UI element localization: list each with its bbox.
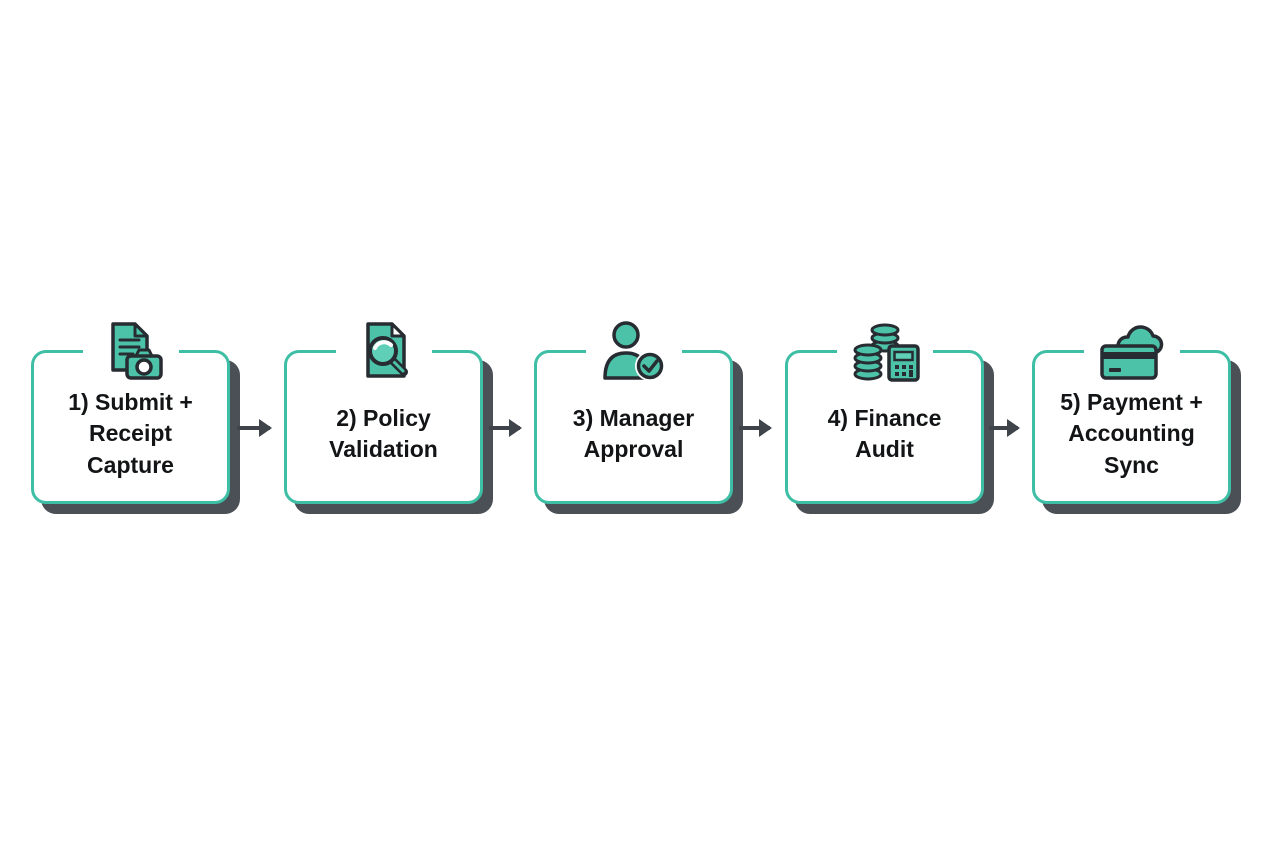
card-cloud-icon — [1083, 320, 1180, 384]
flow-arrow-4 — [989, 419, 1020, 437]
step-box-payment-accounting-sync: 5) Payment + Accounting Sync — [1032, 320, 1231, 504]
document-camera-icon — [82, 320, 179, 384]
step-label: 3) Manager Approval — [572, 404, 695, 462]
person-check-icon — [585, 320, 682, 384]
document-magnifier-icon — [335, 320, 432, 384]
step-label: 5) Payment + Accounting Sync — [1060, 389, 1203, 478]
step-label: 4) Finance Audit — [827, 404, 942, 462]
flow-arrow-3 — [739, 419, 772, 437]
step-box-submit-receipt-capture: 1) Submit + Receipt Capture — [31, 320, 230, 504]
step-label: 2) Policy Validation — [329, 404, 438, 462]
step-box-manager-approval: 3) Manager Approval — [534, 320, 733, 504]
step-box-finance-audit: 4) Finance Audit — [785, 320, 984, 504]
coins-calculator-icon — [836, 320, 933, 384]
flow-arrow-2 — [489, 419, 522, 437]
step-box-policy-validation: 2) Policy Validation — [284, 320, 483, 504]
step-label: 1) Submit + Receipt Capture — [68, 389, 193, 478]
flow-arrow-1 — [237, 419, 272, 437]
